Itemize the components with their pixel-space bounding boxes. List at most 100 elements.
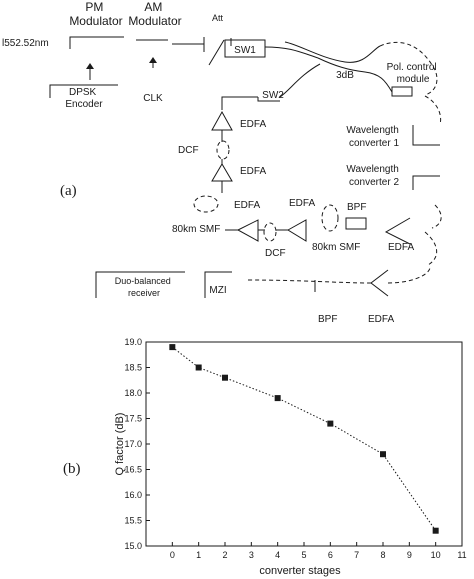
smf-coil-1 xyxy=(193,195,219,213)
att-label: Att xyxy=(212,13,224,23)
pol-line2: module xyxy=(397,74,430,85)
wc1-line1: Wavelength xyxy=(346,125,398,136)
coupler-label: 3dB xyxy=(336,70,354,81)
x-tick-label: 9 xyxy=(407,550,412,560)
x-tick-label: 3 xyxy=(249,550,254,560)
dcf-coil-1 xyxy=(216,140,230,160)
smf-2-label: 80km SMF xyxy=(312,242,360,253)
y-tick-label: 15.5 xyxy=(124,516,142,526)
am-modulator-text: AM Modulator xyxy=(128,0,181,28)
q-factor-line xyxy=(172,346,437,531)
wavelength-label: l552.52nm xyxy=(2,38,49,49)
x-tick-label: 0 xyxy=(170,550,175,560)
y-tick-label: 17.5 xyxy=(124,414,142,424)
mzi-box xyxy=(204,271,232,298)
clk-label: CLK xyxy=(143,93,163,104)
receiver-line1: Duo-balanced xyxy=(115,276,171,286)
sw1-box xyxy=(224,39,266,58)
loop-bottom xyxy=(387,267,431,284)
data-point xyxy=(274,395,281,402)
pm-modulator-line2: Modulator xyxy=(69,14,122,28)
edfa-6 xyxy=(370,269,389,297)
dpsk-encoder-box xyxy=(49,84,118,98)
sw2-label: SW2 xyxy=(262,90,284,101)
am-modulator-line1: AM xyxy=(144,0,162,14)
wc2-line2: converter 2 xyxy=(349,177,399,188)
edfa-4-label: EDFA xyxy=(289,198,315,209)
sw1-fiber xyxy=(264,46,319,59)
data-point xyxy=(169,344,176,351)
am-modulator-line2: Modulator xyxy=(128,14,181,28)
sw2-fiber xyxy=(221,96,258,101)
y-axis-label: Q factor (dB) xyxy=(114,413,126,476)
x-tick-label: 11 xyxy=(457,550,466,560)
dcf-2-label: DCF xyxy=(265,248,286,259)
data-point xyxy=(380,451,386,458)
setup-diagram: l552.52nm PM Modulator AM Modulator Att … xyxy=(2,0,442,325)
wc1-line2: converter 1 xyxy=(349,138,399,149)
loop-right-1 xyxy=(424,95,442,125)
panel-label-b: (b) xyxy=(63,461,81,477)
pm-modulator-box xyxy=(69,36,124,49)
edfa-1 xyxy=(211,110,233,131)
edfa-2-label: EDFA xyxy=(240,166,266,177)
bpf-2-label: BPF xyxy=(318,314,337,325)
receiver-box xyxy=(95,271,185,298)
x-tick-label: 6 xyxy=(328,550,333,560)
axis-ticks xyxy=(146,341,463,547)
dpsk-line2: Encoder xyxy=(65,99,103,110)
y-tick-label: 18.0 xyxy=(124,388,142,398)
panel-label-a: (a) xyxy=(60,183,77,199)
attenuator xyxy=(208,39,225,66)
pol-line1: Pol. control xyxy=(387,62,437,73)
x-tick-label: 4 xyxy=(275,550,280,560)
receiver-line2: receiver xyxy=(128,288,160,298)
data-point xyxy=(195,364,202,371)
wc1-text: Wavelength converter 1 xyxy=(346,125,401,149)
coupler-lower xyxy=(317,57,393,93)
edfa-4 xyxy=(287,219,307,242)
x-axis-label: converter stages xyxy=(259,565,341,577)
pm-modulator-line1: PM xyxy=(85,0,103,14)
smf-1-label: 80km SMF xyxy=(172,224,220,235)
edfa-1-label: EDFA xyxy=(240,119,266,130)
x-tick-label: 2 xyxy=(222,550,227,560)
wc2-text: Wavelength converter 2 xyxy=(346,164,401,188)
x-tick-label: 8 xyxy=(380,550,385,560)
pol-control-text: Pol. control module xyxy=(387,62,440,85)
dcf-1-label: DCF xyxy=(178,145,199,156)
edfa-5 xyxy=(384,217,411,245)
wc2-box xyxy=(412,175,440,190)
loop-upper xyxy=(379,41,438,96)
x-tick-label: 1 xyxy=(196,550,201,560)
data-point xyxy=(327,420,334,427)
edfa-2 xyxy=(211,163,233,182)
y-tick-label: 16.5 xyxy=(124,465,142,475)
pol-control-box xyxy=(391,86,413,97)
plot-frame xyxy=(145,341,463,547)
mzi-label: MZI xyxy=(209,285,226,296)
x-tick-label: 10 xyxy=(431,550,441,560)
coupler-upper xyxy=(284,41,381,63)
data-point xyxy=(222,374,228,381)
dcf-coil-2 xyxy=(263,222,277,242)
edfa-3 xyxy=(236,219,259,242)
receiver-text: Duo-balanced receiver xyxy=(115,276,174,298)
smf-coil-2 xyxy=(321,204,339,232)
sw2-box xyxy=(257,97,280,102)
edfa-3-label: EDFA xyxy=(234,200,260,211)
y-tick-label: 15.0 xyxy=(124,541,142,551)
wc1-box xyxy=(412,125,440,146)
y-tick-label: 17.0 xyxy=(124,439,142,449)
loop-right-2 xyxy=(431,204,442,229)
x-tick-label: 7 xyxy=(354,550,359,560)
y-tick-label: 16.0 xyxy=(124,490,142,500)
receiver-fiber xyxy=(247,279,372,284)
loop-right-3 xyxy=(424,231,438,266)
y-tick-label: 18.5 xyxy=(124,363,142,373)
dpsk-line1: DPSK xyxy=(69,87,97,98)
edfa-5-label: EDFA xyxy=(388,242,414,253)
